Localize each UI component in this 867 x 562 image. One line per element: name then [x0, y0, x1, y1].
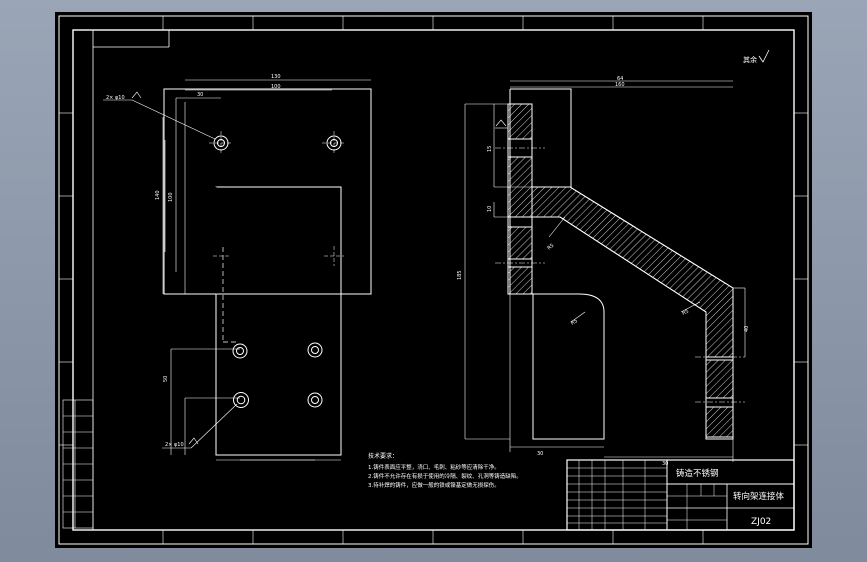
tech-req-title: 技术要求：	[368, 452, 398, 460]
roughness-label: 其余	[743, 55, 757, 64]
svg-text:140: 140	[155, 190, 161, 200]
svg-text:30: 30	[197, 92, 203, 98]
title-block[interactable]	[566, 459, 795, 531]
svg-text:185: 185	[457, 270, 463, 280]
drawing-canvas[interactable]: 130 100 30 2× φ10 140 100 50 2× φ10	[55, 12, 812, 548]
svg-text:R5: R5	[570, 318, 579, 327]
roughness-note: 其余	[743, 49, 770, 64]
section-view[interactable]	[464, 80, 746, 462]
svg-text:160: 160	[615, 82, 625, 88]
svg-text:64: 64	[617, 76, 623, 82]
svg-text:100: 100	[271, 84, 281, 90]
svg-text:15: 15	[487, 146, 493, 152]
drawing-sheet[interactable]: 130 100 30 2× φ10 140 100 50 2× φ10	[55, 12, 812, 548]
svg-text:40: 40	[744, 326, 750, 332]
tech-req-line-3: 3.待补焊的铸件，应做一般的铁或镍基定做无损探伤。	[368, 481, 500, 489]
front-view-dim-text: 130 100 30 2× φ10 140 100 50 2× φ10	[106, 74, 281, 448]
svg-text:130: 130	[271, 74, 281, 80]
tech-req-line-1: 1.铸件表面应平整，浇口、毛刺、粘砂等应清除干净。	[368, 463, 500, 471]
svg-text:R5: R5	[546, 243, 555, 252]
svg-text:R5: R5	[681, 309, 690, 317]
material-label: 铸造不锈钢	[676, 468, 719, 479]
part-name-label: 转向架连接体	[733, 491, 785, 502]
technical-requirements: 技术要求： 1.铸件表面应平整，浇口、毛刺、粘砂等应清除干净。 2.铸件不允许存…	[368, 452, 522, 489]
tech-req-line-2: 2.铸件不允许存在有损于使用的冷隔、裂纹、孔洞等铸造缺陷。	[368, 472, 522, 480]
svg-text:2× φ10: 2× φ10	[165, 442, 184, 448]
roughness-symbol-icon	[758, 49, 770, 63]
revision-strip	[62, 399, 94, 529]
zone-ticks	[59, 16, 808, 544]
svg-text:10: 10	[487, 206, 493, 212]
svg-text:2× φ10: 2× φ10	[106, 95, 125, 101]
section-view-dim-text: 64 160 185 15 10 R5 R5 R5 30 30 40	[457, 76, 750, 467]
svg-text:100: 100	[168, 192, 174, 202]
svg-text:30: 30	[662, 461, 668, 467]
sheet-border	[58, 15, 809, 545]
title-block-text: 铸造不锈钢 转向架连接体 ZJ02	[676, 468, 785, 527]
front-view[interactable]	[103, 79, 372, 461]
svg-text:30: 30	[537, 451, 543, 457]
drawing-number-label: ZJ02	[751, 517, 771, 527]
svg-text:50: 50	[163, 376, 169, 382]
